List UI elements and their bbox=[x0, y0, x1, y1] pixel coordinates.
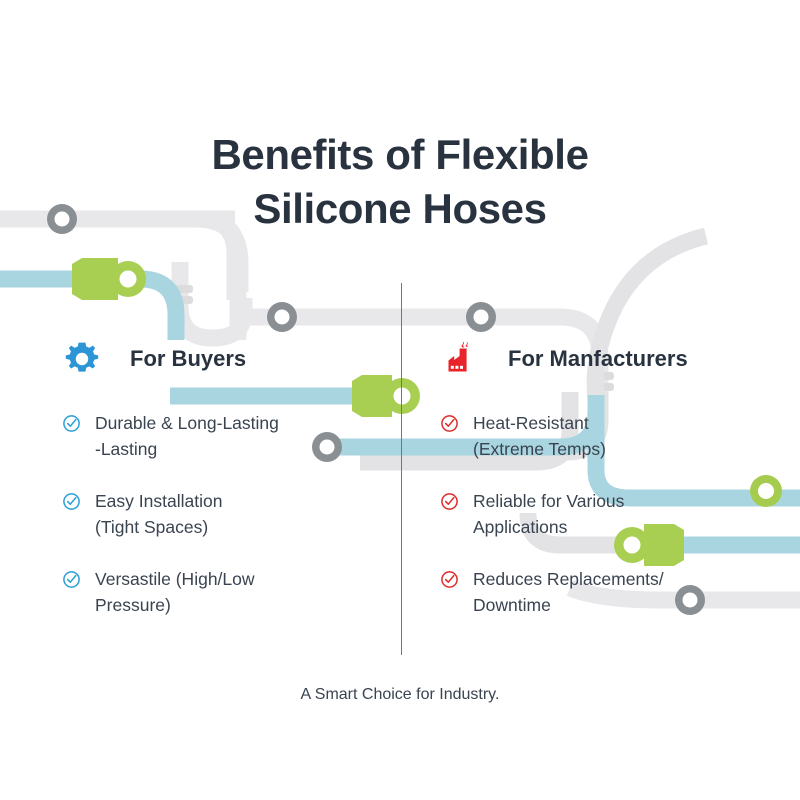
check-circle-icon bbox=[62, 492, 81, 511]
column-header-buyers: For Buyers bbox=[62, 336, 392, 382]
column-divider bbox=[401, 283, 403, 655]
check-circle-icon bbox=[440, 492, 459, 511]
bullet-list-buyers: Durable & Long-Lasting -Lasting Easy Ins… bbox=[62, 410, 392, 618]
check-circle-icon bbox=[62, 570, 81, 589]
gear-icon bbox=[62, 339, 102, 379]
bullet-text: Reliable for Various Applications bbox=[473, 491, 625, 537]
check-circle-icon bbox=[440, 414, 459, 433]
column-buyers: For Buyers Durable & Long-Lasting -Lasti… bbox=[62, 336, 392, 644]
bullet-item: Reliable for Various Applications bbox=[440, 488, 770, 540]
column-header-manufacturers: For Manfacturers bbox=[440, 336, 770, 382]
bullet-item: Easy Installation (Tight Spaces) bbox=[62, 488, 392, 540]
bullet-text: Versastile (High/Low Pressure) bbox=[95, 569, 255, 615]
column-manufacturers: For Manfacturers Heat-Resistant (Extreme… bbox=[440, 336, 770, 644]
page-title-line-1: Benefits of Flexible bbox=[211, 131, 589, 178]
column-header-label-buyers: For Buyers bbox=[130, 346, 247, 371]
bullet-item: Heat-Resistant (Extreme Temps) bbox=[440, 410, 770, 462]
bullet-list-manufacturers: Heat-Resistant (Extreme Temps) Reliable … bbox=[440, 410, 770, 618]
footer-note: A Smart Choice for Industry. bbox=[300, 686, 500, 703]
bullet-text: Heat-Resistant (Extreme Temps) bbox=[473, 413, 606, 459]
check-circle-icon bbox=[440, 570, 459, 589]
bullet-item: Versastile (High/Low Pressure) bbox=[62, 566, 392, 618]
check-circle-icon bbox=[62, 414, 81, 433]
page-title: Benefits of Flexible Silicone Hoses bbox=[0, 128, 800, 236]
column-header-label-manufacturers: For Manfacturers bbox=[508, 346, 688, 371]
factory-icon bbox=[440, 339, 480, 379]
bullet-text: Easy Installation (Tight Spaces) bbox=[95, 491, 223, 537]
bullet-item: Reduces Replacements/ Downtime bbox=[440, 566, 770, 618]
page-title-line-2: Silicone Hoses bbox=[253, 185, 547, 232]
bullet-item: Durable & Long-Lasting -Lasting bbox=[62, 410, 392, 462]
bullet-text: Reduces Replacements/ Downtime bbox=[473, 569, 664, 615]
bullet-text: Durable & Long-Lasting -Lasting bbox=[95, 413, 279, 459]
